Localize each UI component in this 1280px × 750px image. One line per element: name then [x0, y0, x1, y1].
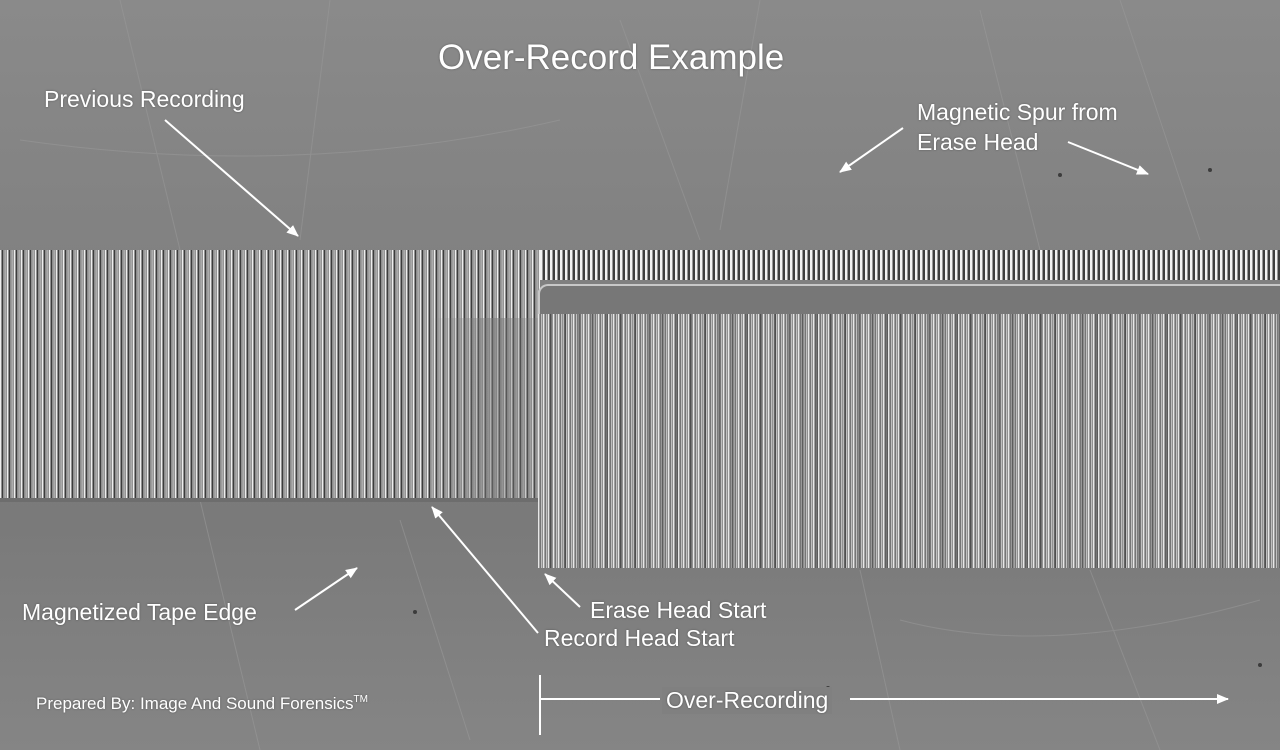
- previous-recording-upper-band: [540, 250, 1280, 280]
- erase-head-spur-strip: [538, 284, 1280, 316]
- credit-line: Prepared By: Image And Sound ForensicsTM: [36, 694, 368, 714]
- record-transition-zone: [430, 318, 538, 498]
- erase-head-start-label: Erase Head Start: [590, 597, 767, 623]
- magnetic-spur-label-line2: Erase Head: [917, 129, 1039, 155]
- magnetic-spur-label-line1: Magnetic Spur from: [917, 99, 1118, 125]
- previous-recording-label: Previous Recording: [44, 86, 245, 112]
- magnetized-tape-edge-label: Magnetized Tape Edge: [22, 599, 257, 625]
- figure-title: Over-Record Example: [438, 38, 785, 77]
- over-recording-track: [538, 314, 1280, 568]
- magnetic-spur-label: Magnetic Spur from Erase Head: [917, 97, 1118, 157]
- tape-edge-shadow: [0, 498, 538, 502]
- trademark-mark: TM: [353, 694, 368, 705]
- record-head-start-label: Record Head Start: [544, 625, 735, 651]
- credit-text: Prepared By: Image And Sound Forensics: [36, 694, 354, 713]
- over-recording-label: Over-Recording: [662, 687, 833, 714]
